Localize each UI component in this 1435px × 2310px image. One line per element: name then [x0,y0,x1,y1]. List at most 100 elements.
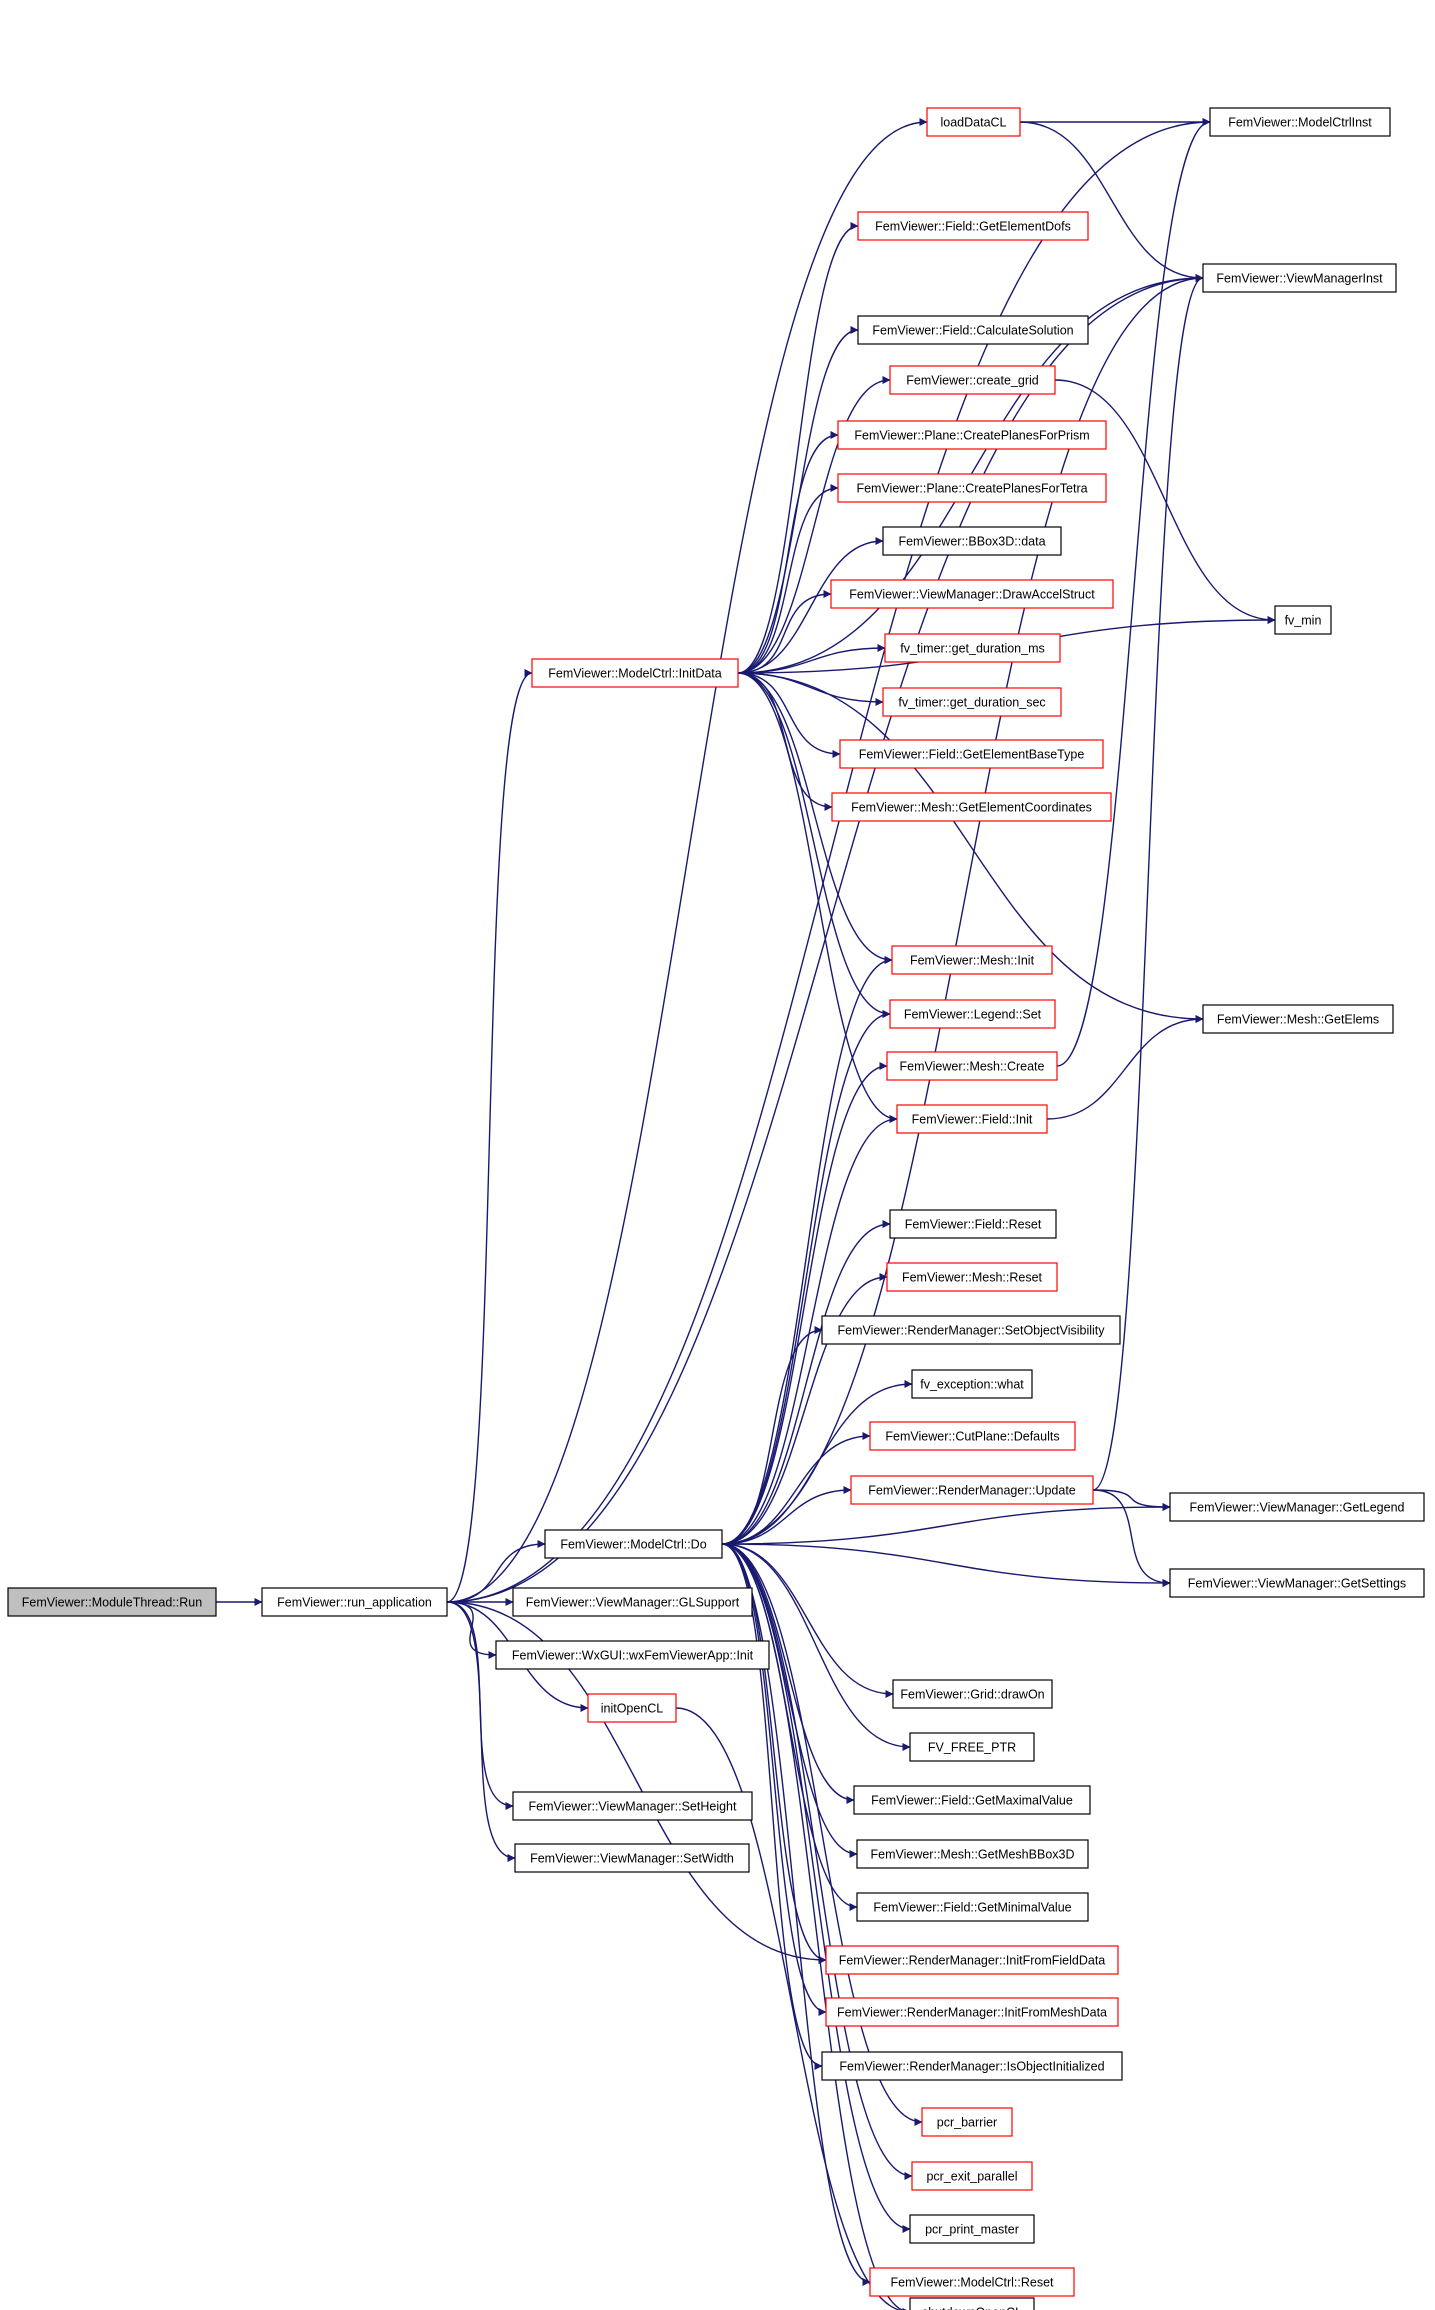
node-pcrPrint[interactable]: pcr_print_master [909,2214,1035,2244]
node-planesPrism[interactable]: FemViewer::Plane::CreatePlanesForPrism [837,420,1107,450]
node-label: FemViewer::Legend::Set [904,1008,1042,1022]
node-label: FemViewer::ViewManagerInst [1216,272,1383,286]
edge-initData-to-baseType [737,672,841,758]
edge-ctrlDo-to-setVis [721,1326,823,1545]
edge-initData-to-getElems [737,672,1204,1023]
node-box [911,1369,1033,1399]
node-pcrBarrier[interactable]: pcr_barrier [921,2107,1013,2137]
node-fieldInit[interactable]: FemViewer::Field::Init [896,1104,1048,1134]
node-excWhat[interactable]: fv_exception::what [911,1369,1033,1399]
node-label: FemViewer::CutPlane::Defaults [885,1430,1059,1444]
node-fvMin[interactable]: fv_min [1274,605,1332,635]
node-label: fv_min [1285,614,1322,628]
node-rmUpdate[interactable]: FemViewer::RenderManager::Update [850,1475,1094,1505]
node-loadDataCL[interactable]: loadDataCL [926,107,1021,137]
node-freePtr[interactable]: FV_FREE_PTR [909,1732,1035,1762]
node-label: FemViewer::ModuleThread::Run [22,1596,202,1610]
node-getElementDofs[interactable]: FemViewer::Field::GetElementDofs [857,211,1089,241]
node-modelCtrlInst[interactable]: FemViewer::ModelCtrlInst [1209,107,1391,137]
node-cutDefaults[interactable]: FemViewer::CutPlane::Defaults [869,1421,1076,1451]
node-box [1274,605,1332,635]
edge-ctrlDo-to-ctrlReset [721,1543,871,2286]
node-setWidth[interactable]: FemViewer::ViewManager::SetWidth [514,1843,750,1873]
node-meshBBox[interactable]: FemViewer::Mesh::GetMeshBBox3D [856,1839,1089,1869]
node-meshCreate[interactable]: FemViewer::Mesh::Create [886,1051,1058,1081]
node-getSettings[interactable]: FemViewer::ViewManager::GetSettings [1169,1568,1425,1598]
node-gridDraw[interactable]: FemViewer::Grid::drawOn [892,1679,1053,1709]
node-initOpenCL[interactable]: initOpenCL [587,1693,677,1723]
node-box [882,687,1062,717]
node-bboxData[interactable]: FemViewer::BBox3D::data [882,526,1062,556]
node-viewManagerInst[interactable]: FemViewer::ViewManagerInst [1202,263,1397,293]
node-label: FemViewer::Grid::drawOn [900,1688,1044,1702]
node-label: FemViewer::ViewManager::GLSupport [526,1596,740,1610]
node-box [1169,1492,1425,1522]
node-setVis[interactable]: FemViewer::RenderManager::SetObjectVisib… [821,1315,1121,1345]
node-label: FemViewer::RenderManager::InitFromFieldD… [839,1954,1106,1968]
edge-ctrlDo-to-getLegend [721,1503,1171,1545]
edge-ctrlDo-to-cutDefaults [721,1432,871,1545]
node-createGrid[interactable]: FemViewer::create_grid [889,365,1056,395]
node-fieldReset[interactable]: FemViewer::Field::Reset [889,1209,1057,1239]
node-getLegend[interactable]: FemViewer::ViewManager::GetLegend [1169,1492,1425,1522]
node-box [896,1104,1048,1134]
node-label: initOpenCL [601,1702,664,1716]
node-minVal[interactable]: FemViewer::Field::GetMinimalValue [856,1892,1089,1922]
node-legendSet[interactable]: FemViewer::Legend::Set [889,999,1056,1029]
edge-ctrlDo-to-legendSet [721,1010,891,1545]
node-baseType[interactable]: FemViewer::Field::GetElementBaseType [839,739,1104,769]
node-label: FemViewer::RenderManager::Update [868,1484,1076,1498]
edge-initData-to-meshInit [737,672,893,964]
node-box [921,2107,1013,2137]
edge-ctrlDo-to-rmUpdate [721,1486,852,1545]
node-label: FemViewer::ViewManager::GetSettings [1188,1577,1406,1591]
edge-ctrlDo-to-pcrBarrier [721,1543,923,2126]
node-label: FemViewer::Field::GetMinimalValue [873,1901,1071,1915]
node-getElems[interactable]: FemViewer::Mesh::GetElems [1202,1004,1394,1034]
node-label: FemViewer::Field::Reset [905,1218,1042,1232]
node-isInit[interactable]: FemViewer::RenderManager::IsObjectInitia… [821,2051,1123,2081]
node-setHeight[interactable]: FemViewer::ViewManager::SetHeight [512,1791,753,1821]
node-initField[interactable]: FemViewer::RenderManager::InitFromFieldD… [825,1945,1119,1975]
node-initMesh[interactable]: FemViewer::RenderManager::InitFromMeshDa… [825,1997,1119,2027]
node-initData[interactable]: FemViewer::ModelCtrl::InitData [531,658,739,688]
node-pcrExit[interactable]: pcr_exit_parallel [911,2161,1033,2191]
node-box [821,1315,1121,1345]
edge-run_app-to-modelCtrlInst [446,118,1211,1603]
node-label: FemViewer::Field::GetMaximalValue [871,1794,1073,1808]
node-ctrlDo[interactable]: FemViewer::ModelCtrl::Do [544,1529,723,1559]
node-durMs[interactable]: fv_timer::get_duration_ms [884,633,1061,663]
node-calcSolution[interactable]: FemViewer::Field::CalculateSolution [857,315,1089,345]
node-box [892,1679,1053,1709]
edge-ctrlDo-to-pcrExit [721,1543,913,2180]
node-meshReset[interactable]: FemViewer::Mesh::Reset [886,1262,1058,1292]
node-planesTetra[interactable]: FemViewer::Plane::CreatePlanesForTetra [837,473,1107,503]
node-box [909,2214,1035,2244]
edge-ctrlDo-to-maxVal [721,1543,855,1804]
node-meshInit[interactable]: FemViewer::Mesh::Init [891,945,1053,975]
node-run_app[interactable]: FemViewer::run_application [261,1587,448,1617]
node-box [884,633,1061,663]
node-box [512,1791,753,1821]
node-maxVal[interactable]: FemViewer::Field::GetMaximalValue [853,1785,1091,1815]
node-wxInit[interactable]: FemViewer::WxGUI::wxFemViewerApp::Init [495,1640,770,1670]
node-durSec[interactable]: fv_timer::get_duration_sec [882,687,1062,717]
node-run[interactable]: FemViewer::ModuleThread::Run [7,1587,217,1617]
node-elemCoords[interactable]: FemViewer::Mesh::GetElementCoordinates [831,792,1112,822]
node-shutdown[interactable]: shutdownOpenCL [909,2297,1035,2310]
node-ctrlReset[interactable]: FemViewer::ModelCtrl::Reset [869,2267,1075,2297]
edge-ctrlDo-to-freePtr [721,1543,911,1751]
edge-initData-to-fieldInit [737,672,898,1123]
edge-initData-to-drawAccel [737,590,832,674]
edge-rmUpdate-to-getLegend [1092,1489,1171,1511]
node-box [889,1209,1057,1239]
node-box [825,1997,1119,2027]
node-box [886,1051,1058,1081]
node-glSupport[interactable]: FemViewer::ViewManager::GLSupport [512,1587,753,1617]
node-drawAccel[interactable]: FemViewer::ViewManager::DrawAccelStruct [830,579,1114,609]
node-label: FemViewer::Mesh::Init [910,954,1035,968]
node-box [857,315,1089,345]
node-label: FemViewer::WxGUI::wxFemViewerApp::Init [512,1649,754,1663]
edge-ctrlDo-to-initMesh [721,1543,827,2016]
edge-createGrid-to-fvMin [1054,379,1276,624]
